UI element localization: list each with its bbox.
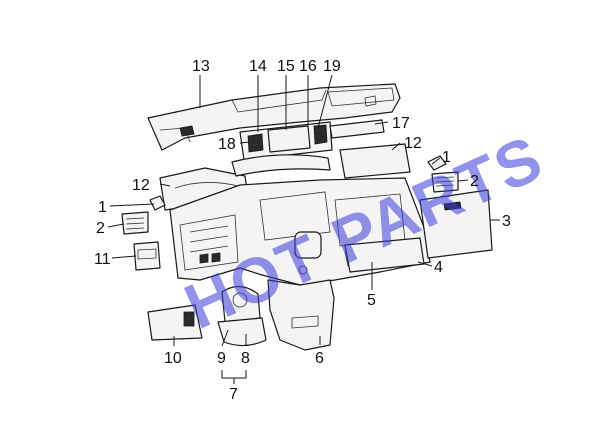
part-12-right-upper-panel [339, 143, 411, 179]
part-11-switch-panel [133, 241, 161, 271]
callout-15: 15 [277, 58, 295, 75]
callout-8: 8 [241, 350, 250, 367]
callout-7: 7 [229, 386, 238, 403]
part-1-2-left-vent [121, 195, 166, 235]
callout-10: 10 [164, 350, 182, 367]
callout-18: 18 [218, 136, 236, 153]
callout-3: 3 [502, 213, 511, 230]
part-3-glove-box-door [419, 189, 493, 259]
callout-5: 5 [367, 292, 376, 309]
callout-13: 13 [192, 58, 210, 75]
callout-16: 16 [299, 58, 317, 75]
part-cluster-bezel [231, 154, 331, 177]
callout-14: 14 [249, 58, 267, 75]
part-14-15-center-vents-display [239, 121, 333, 161]
callout-11: 11 [94, 251, 111, 268]
part-17-trim-strip [329, 119, 385, 139]
callout-1-right: 1 [442, 149, 451, 166]
callout-12-right: 12 [404, 135, 422, 152]
leader-lines [107, 74, 500, 384]
callout-6: 6 [315, 350, 324, 367]
callout-1-left: 1 [98, 199, 107, 216]
part-10-lower-left-cover [147, 304, 203, 341]
part-7-8-9-steering-column-covers [217, 285, 267, 347]
part-13-upper-dash-pad [147, 83, 401, 151]
callout-17: 17 [392, 115, 410, 132]
callout-labels: 13 14 15 16 19 18 17 12 12 1 2 11 1 2 3 … [94, 58, 511, 403]
callout-9: 9 [217, 350, 226, 367]
part-6-center-console [267, 231, 335, 351]
callout-2-left: 2 [96, 220, 105, 237]
callout-2-right: 2 [470, 173, 479, 190]
callout-4: 4 [434, 259, 443, 276]
part-1-2-right-vent [427, 155, 459, 193]
callout-12-left: 12 [132, 177, 150, 194]
callout-19: 19 [323, 58, 341, 75]
